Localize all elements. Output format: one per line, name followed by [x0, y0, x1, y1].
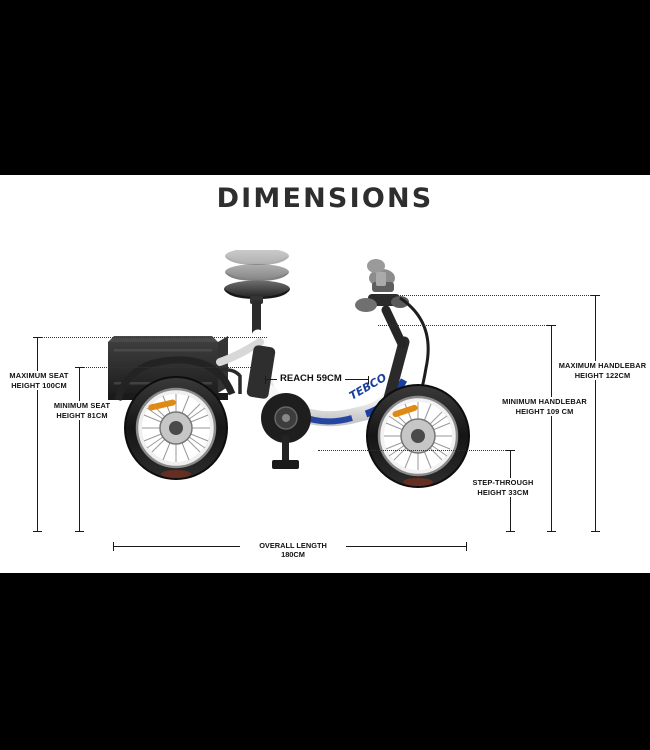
label-reach: REACH 59CM	[277, 373, 345, 384]
handlebar-grip	[355, 298, 377, 312]
measure-line-min-seat	[75, 367, 84, 532]
brake-lever	[391, 296, 409, 308]
label-max-seat-line1: MAXIMUM SEAT	[9, 371, 69, 380]
steerer-tube	[381, 305, 407, 349]
measure-line-max-handlebar	[591, 295, 600, 532]
label-max-handlebar: MAXIMUM HANDLEBAR HEIGHT 122CM	[553, 361, 650, 381]
label-min-handlebar-line2: HEIGHT 109 CM	[515, 406, 574, 416]
label-step-through: STEP-THROUGH HEIGHT 33CM	[462, 478, 544, 498]
label-step-through-line2: HEIGHT 33CM	[477, 487, 529, 497]
label-max-handlebar-line2: HEIGHT 122CM	[574, 370, 631, 380]
label-max-seat-line2: HEIGHT 100CM	[11, 380, 67, 390]
tricycle-illustration: TEBCO	[108, 250, 470, 488]
bottom-letterbox-bar	[0, 573, 650, 750]
measure-line-min-handlebar	[547, 325, 556, 532]
label-min-seat-line2: HEIGHT 81CM	[56, 410, 108, 420]
page-title: DIMENSIONS	[216, 183, 434, 214]
front-wheel	[366, 384, 470, 488]
measure-line-max-seat	[33, 337, 42, 532]
saddle-ghost-high	[225, 250, 289, 265]
saddle	[224, 280, 290, 304]
rear-stay	[216, 338, 264, 366]
diagram-panel: DIMENSIONS	[0, 175, 650, 573]
label-max-seat: MAXIMUM SEAT HEIGHT 100CM	[1, 371, 77, 391]
top-letterbox-bar	[0, 0, 650, 175]
pedal	[272, 460, 299, 469]
leader-step-through	[318, 450, 510, 451]
rear-rack	[217, 367, 242, 394]
rear-fender	[114, 356, 236, 402]
seat-post	[252, 300, 261, 336]
leader-max-handlebar	[376, 295, 595, 296]
front-reflector	[392, 404, 418, 418]
label-min-handlebar: MINIMUM HANDLEBAR HEIGHT 109 CM	[495, 397, 594, 417]
rear-reflector	[148, 399, 176, 411]
crankset	[261, 393, 311, 469]
label-min-seat-line1: MINIMUM SEAT	[53, 401, 111, 410]
label-min-handlebar-line1: MINIMUM HANDLEBAR	[502, 397, 587, 406]
label-overall-length-line2: 180CM	[281, 550, 305, 560]
saddle-ghost-mid	[225, 264, 289, 281]
label-min-seat: MINIMUM SEAT HEIGHT 81CM	[44, 401, 120, 421]
handlebar-assembly	[355, 259, 409, 312]
leader-min-handlebar	[378, 325, 551, 326]
rear-wheel	[124, 376, 228, 480]
label-step-through-line1: STEP-THROUGH	[472, 478, 534, 487]
label-overall-length: OVERALL LENGTH 180CM	[240, 541, 346, 560]
label-overall-length-line1: OVERALL LENGTH	[259, 541, 327, 550]
label-max-handlebar-line1: MAXIMUM HANDLEBAR	[558, 361, 647, 370]
battery-pack	[246, 345, 276, 399]
leader-max-seat	[37, 337, 267, 338]
leader-min-seat	[79, 367, 259, 368]
